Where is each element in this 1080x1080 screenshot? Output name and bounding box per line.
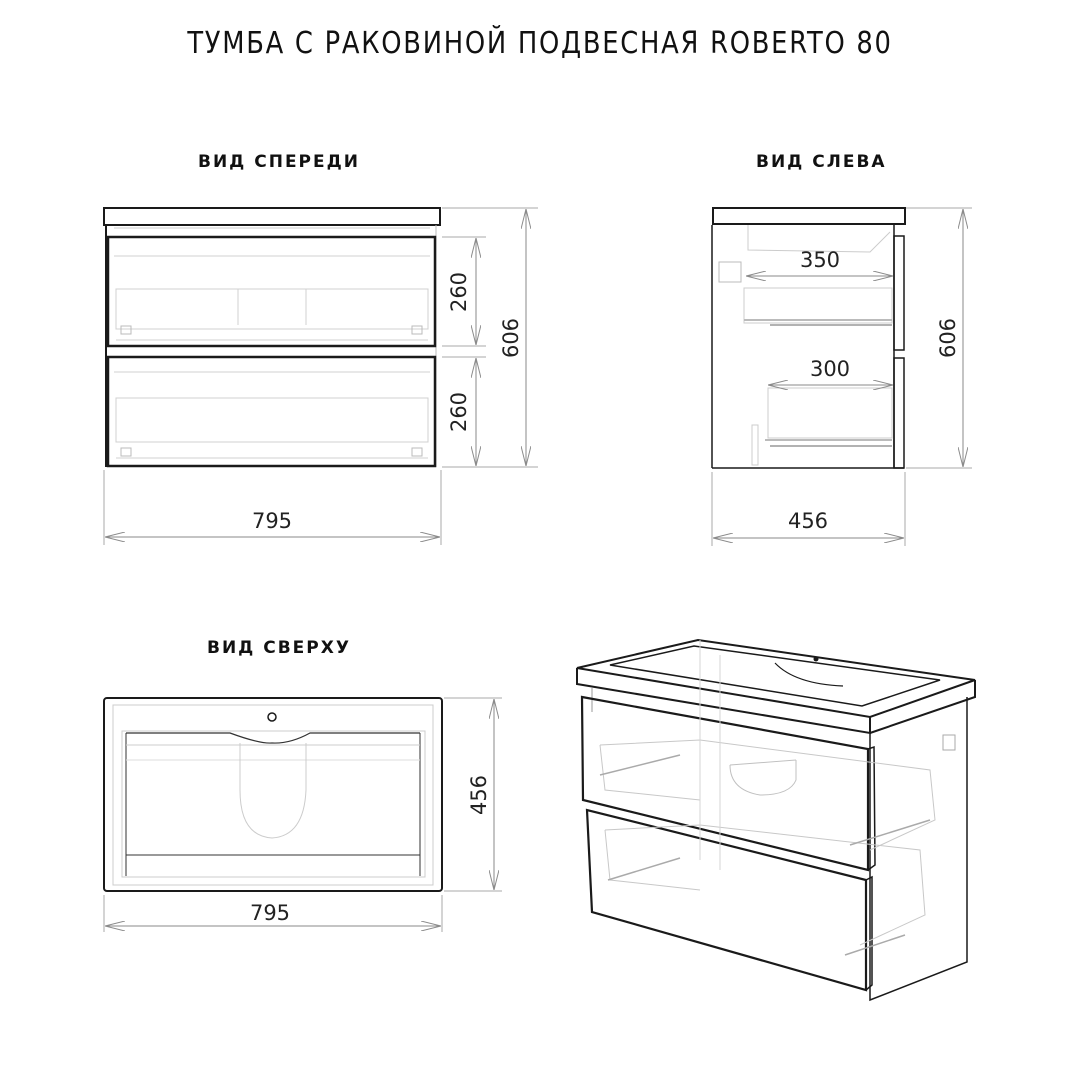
top-view-drawing	[103, 697, 502, 932]
left-view-label: ВИД СЛЕВА	[756, 152, 887, 172]
front-view-drawing	[103, 207, 538, 545]
top-width-dimension: 795	[250, 901, 290, 925]
front-view-label: ВИД СПЕРЕДИ	[198, 152, 361, 172]
isometric-view-drawing	[576, 638, 976, 1002]
top-view-label: ВИД СВЕРХУ	[207, 638, 351, 658]
front-top-drawer-height: 260	[447, 272, 471, 312]
left-total-height: 606	[936, 318, 960, 358]
left-top-drawer-depth: 350	[800, 248, 840, 272]
front-bottom-drawer-height: 260	[447, 392, 471, 432]
left-depth-dimension: 456	[788, 509, 828, 533]
front-total-height: 606	[499, 318, 523, 358]
front-width-dimension: 795	[252, 509, 292, 533]
left-view-drawing	[711, 207, 972, 546]
left-bottom-drawer-depth: 300	[810, 357, 850, 381]
top-depth-dimension: 456	[467, 775, 491, 815]
page-title: ТУМБА С РАКОВИНОЙ ПОДВЕСНАЯ ROBERTO 80	[187, 26, 893, 61]
